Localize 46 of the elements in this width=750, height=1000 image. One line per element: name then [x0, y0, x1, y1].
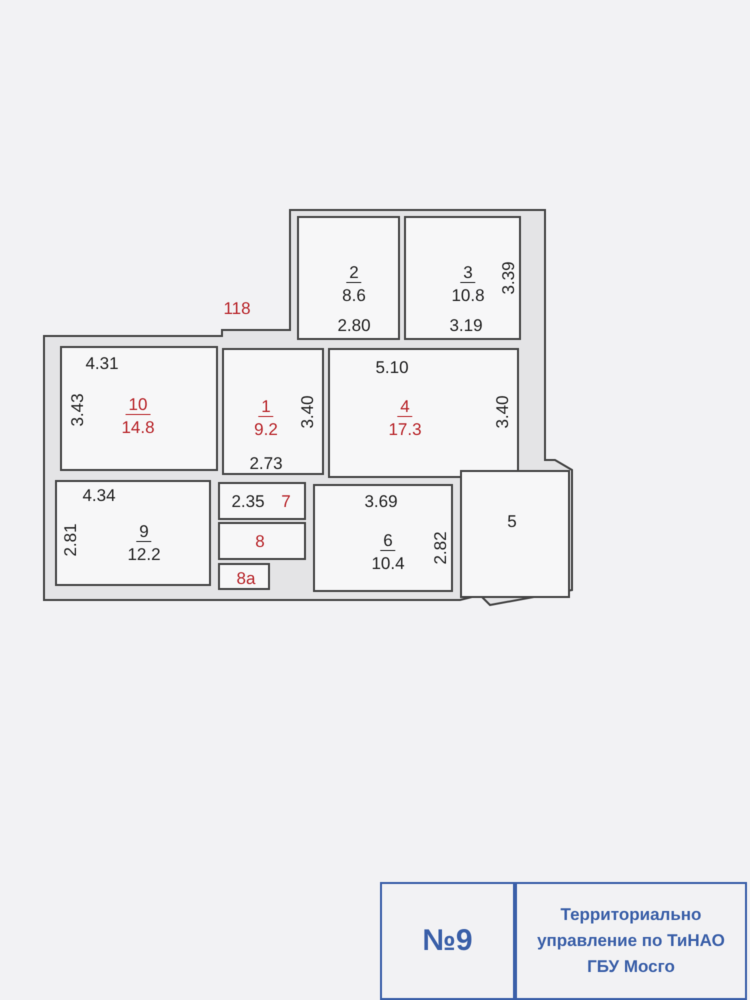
room-number: 3: [460, 264, 476, 282]
room-outline: [218, 522, 306, 560]
room-number: 8а: [236, 570, 256, 588]
room-outline: [222, 348, 324, 475]
room-number: 8: [255, 533, 265, 551]
dimension-label: 4.31: [85, 355, 119, 373]
room-area: 17.3: [388, 421, 422, 439]
room-number: 9: [136, 523, 152, 541]
room-number: 4: [397, 398, 413, 416]
room-number: 10: [126, 396, 150, 414]
dimension-label: 3.69: [364, 493, 398, 511]
dimension-label: 4.34: [82, 487, 116, 505]
room-outline: [55, 480, 211, 586]
dimension-label: 3.40: [494, 395, 512, 429]
room-outline: [313, 484, 453, 592]
dimension-label: 2.35: [231, 493, 265, 511]
room-area: 8.6: [342, 287, 366, 305]
room-area: 9.2: [254, 421, 278, 439]
dimension-label: 3.39: [500, 261, 518, 295]
apartment-number: 118: [223, 300, 251, 318]
dimension-label: 3.43: [69, 393, 87, 427]
dimension-label: 3.40: [299, 395, 317, 429]
room-number: 2: [346, 264, 362, 282]
dimension-label: 2.81: [62, 523, 80, 557]
dimension-label: 3.19: [449, 317, 483, 335]
dimension-label: 7: [281, 493, 291, 511]
room-area: 14.8: [121, 419, 155, 437]
room-area: 10.4: [371, 555, 405, 573]
room-number: 6: [380, 532, 396, 550]
room-number: 1: [258, 398, 274, 416]
room-outline: [60, 346, 218, 471]
dimension-label: 2.73: [249, 455, 283, 473]
dimension-label: 2.82: [432, 531, 450, 565]
stamp-cell: Территориально управление по ТиНАО ГБУ Мосго: [515, 882, 747, 1000]
room-area: 12.2: [127, 546, 161, 564]
room-outline: [297, 216, 400, 340]
room-outline: [404, 216, 521, 340]
room-outline: [460, 470, 570, 598]
room-outline: [218, 482, 306, 520]
room-outline: [218, 563, 270, 590]
stamp-cell: №9: [380, 882, 515, 1000]
room-number: 5: [507, 513, 517, 531]
room-outline: [328, 348, 519, 478]
room-area: 10.8: [451, 287, 485, 305]
dimension-label: 2.80: [337, 317, 371, 335]
dimension-label: 5.10: [375, 359, 409, 377]
